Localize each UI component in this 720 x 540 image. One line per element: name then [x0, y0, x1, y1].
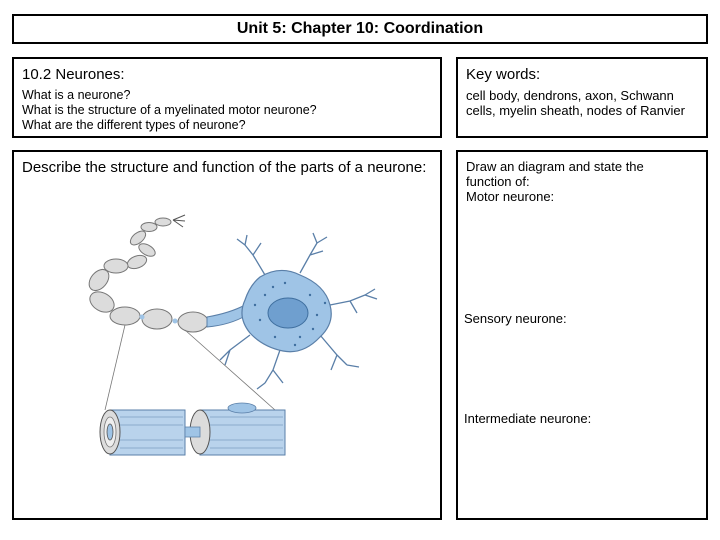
objectives-heading: 10.2 Neurones:	[22, 66, 125, 83]
myelin-sheath	[88, 217, 209, 333]
intermediate-neurone-label: Intermediate neurone:	[464, 411, 592, 426]
nucleus	[267, 297, 309, 329]
neurone-diagram	[88, 214, 378, 456]
describe-prompt: Describe the structure and function of t…	[22, 159, 427, 176]
keywords-box: Key words: cell body, dendrons, axon, Sc…	[456, 57, 708, 138]
title-box: Unit 5: Chapter 10: Coordination	[12, 14, 708, 44]
keywords-list: cell body, dendrons, axon, Schwann cells…	[466, 88, 685, 118]
axon-terminal	[172, 214, 186, 228]
objective-question: What are the different types of neurone?	[22, 118, 246, 132]
axon-cross-section	[99, 402, 286, 456]
draw-intro-line1: Draw an diagram and state the	[466, 159, 644, 174]
axon-hillock	[206, 304, 248, 328]
objectives-box: 10.2 Neurones: What is a neurone? What i…	[12, 57, 442, 138]
describe-box: Describe the structure and function of t…	[12, 150, 442, 520]
dendrites	[219, 232, 378, 390]
draw-intro-line2: function of:	[466, 174, 530, 189]
page-title: Unit 5: Chapter 10: Coordination	[236, 20, 484, 37]
callout-lines	[104, 324, 276, 411]
keywords-heading: Key words:	[466, 66, 541, 83]
node-of-ranvier	[139, 314, 178, 324]
motor-neurone-label: Motor neurone:	[466, 189, 555, 204]
objective-question: What is a neurone?	[22, 88, 131, 102]
sensory-neurone-label: Sensory neurone:	[464, 311, 567, 326]
draw-box: Draw an diagram and state the function o…	[456, 150, 708, 520]
cytoplasm-granules	[253, 281, 327, 347]
objective-question: What is the structure of a myelinated mo…	[22, 103, 317, 117]
